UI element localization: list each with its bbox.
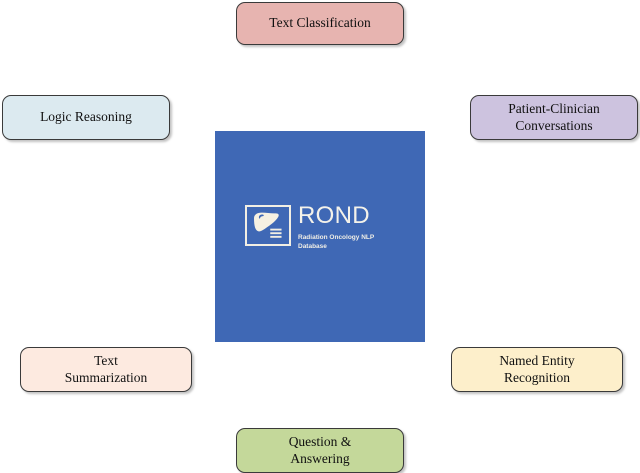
rond-wordmark: ROND [298, 202, 370, 229]
node-text-classification-label: Text Classification [269, 15, 371, 31]
node-logic-reasoning[interactable]: Logic Reasoning [2, 95, 170, 140]
node-named-entity-recognition-label: Named Entity Recognition [499, 352, 575, 385]
node-text-summarization-label: Text Summarization [64, 352, 148, 385]
liver-document-icon [245, 205, 291, 246]
rond-center-panel: ROND Radiation Oncology NLP Database [215, 131, 425, 342]
rond-logo: ROND Radiation Oncology NLP Database [245, 202, 375, 252]
node-patient-clinician-conversations-label: Patient-Clinician Conversations [508, 100, 600, 133]
node-text-classification[interactable]: Text Classification [236, 2, 404, 45]
node-patient-clinician-conversations[interactable]: Patient-Clinician Conversations [470, 95, 638, 140]
node-text-summarization[interactable]: Text Summarization [20, 347, 192, 392]
rond-logo-text: ROND Radiation Oncology NLP Database [298, 202, 375, 252]
rond-subtitle: Radiation Oncology NLP Database [298, 234, 375, 251]
node-logic-reasoning-label: Logic Reasoning [40, 109, 132, 125]
node-question-answering-label: Question & Answering [288, 433, 352, 466]
node-question-answering[interactable]: Question & Answering [236, 428, 404, 473]
node-named-entity-recognition[interactable]: Named Entity Recognition [451, 347, 623, 392]
